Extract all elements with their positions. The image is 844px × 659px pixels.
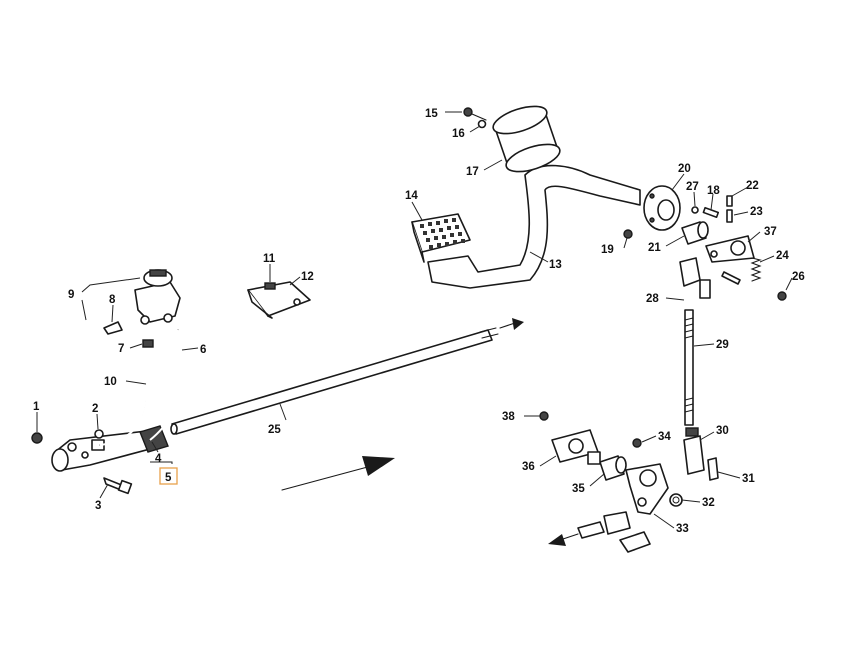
callout-22: 22 [746,180,759,192]
adjust-rod-29 [684,309,694,426]
callout-34: 34 [658,431,671,443]
bracket-36 [551,429,601,465]
hose-10 [99,339,151,446]
callout-24: 24 [776,250,789,262]
pivot-hub-20 [643,185,681,231]
pin-22 [726,195,733,207]
pedal-arm-13 [427,164,641,289]
callout-31: 31 [742,473,755,485]
lever-33 [625,463,669,515]
bushing-21 [681,221,709,245]
bushing-35 [599,455,627,481]
bolt-side [721,271,741,285]
push-rod-25 [170,327,499,435]
callout-35: 35 [572,483,585,495]
clip-7 [142,339,154,348]
pin-23 [726,209,733,223]
callout-28: 28 [646,293,659,305]
callout-30: 30 [716,425,729,437]
callout-3: 3 [95,500,101,512]
washer-16 [477,119,487,129]
pedal-sleeve-17 [492,105,561,173]
spring-24 [750,257,762,282]
clevis-30 [683,427,705,475]
callout-16: 16 [452,128,465,140]
nut-26 [777,291,787,301]
callout-13: 13 [549,259,562,271]
nut-1 [31,432,43,444]
callout-2: 2 [92,403,98,415]
callout-7: 7 [118,343,124,355]
lever-37 [705,235,755,263]
bolt-15 [463,107,487,121]
callout-25: 25 [268,424,281,436]
callout-5-highlight-box [159,467,178,485]
callout-14: 14 [405,190,418,202]
callout-17: 17 [466,166,479,178]
callout-38: 38 [502,411,515,423]
clevis-28 [679,257,711,299]
callout-20: 20 [678,163,691,175]
callout-5: 5 [165,472,172,484]
washer-2 [94,429,104,439]
callout-11: 11 [263,253,276,265]
pin-31 [707,457,719,481]
master-cylinder [51,429,166,472]
callout-27: 27 [686,181,699,193]
callout-32: 32 [702,497,715,509]
callout-26: 26 [792,271,805,283]
callout-18: 18 [707,185,720,197]
callout-10: 10 [104,376,117,388]
callout-6: 6 [200,344,206,356]
callout-1: 1 [33,401,40,413]
washer-27 [691,206,699,214]
boot [139,425,169,453]
callout-23: 23 [750,206,763,218]
hose-6 [149,329,182,441]
bolt-3 [103,477,133,495]
leader-lines [36,111,793,529]
linkage-end [577,511,651,553]
callout-36: 36 [522,461,535,473]
arrow-linkage-direction [548,533,579,546]
nut-34 [632,438,642,448]
callout-4: 4 [155,453,162,465]
circlip-32 [669,493,683,507]
bolt-38 [539,411,549,421]
callout-8: 8 [109,294,116,306]
callout-9: 9 [68,289,74,301]
callout-19: 19 [601,244,614,256]
callout-12: 12 [301,271,314,283]
bracket-12 [247,281,311,319]
arrow-main-direction [281,456,395,491]
reservoir-9 [134,269,181,325]
callout-29: 29 [716,339,729,351]
pin-18 [702,206,720,219]
callout-labels: 1 2 3 4 5 6 7 8 9 10 11 12 13 14 15 16 1… [33,108,805,535]
nut-19 [623,229,633,239]
arrow-rod-direction [499,318,524,330]
callout-21: 21 [648,242,661,254]
callout-37: 37 [764,226,777,238]
callout-15: 15 [425,108,438,120]
callout-33: 33 [676,523,689,535]
clip-8 [103,321,123,335]
pedal-pad-14 [411,213,471,263]
